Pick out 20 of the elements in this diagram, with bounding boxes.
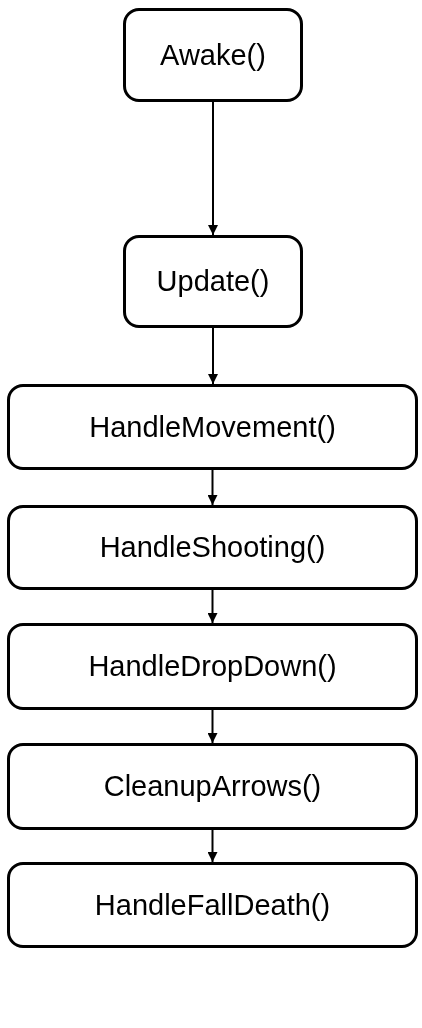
process-box (123, 235, 303, 328)
function-name: Update() (156, 265, 270, 298)
arrow (207, 589, 218, 624)
function-name: HandleDropDown() (88, 650, 337, 683)
arrow (207, 469, 218, 506)
process-box (7, 743, 418, 830)
arrow (207, 709, 218, 744)
process-box (123, 8, 303, 102)
process-box (7, 623, 418, 710)
function-name: HandleFallDeath() (94, 888, 331, 922)
arrow (208, 327, 218, 385)
process-box (7, 505, 418, 590)
function-name: HandleShooting() (99, 531, 326, 564)
function-name: HandleMovement() (89, 410, 336, 444)
arrow (207, 829, 218, 863)
function-name: Awake() (160, 38, 266, 72)
process-box (7, 862, 418, 948)
arrow (208, 101, 218, 236)
process-box (7, 384, 418, 470)
function-name: CleanupArrows() (103, 770, 322, 803)
